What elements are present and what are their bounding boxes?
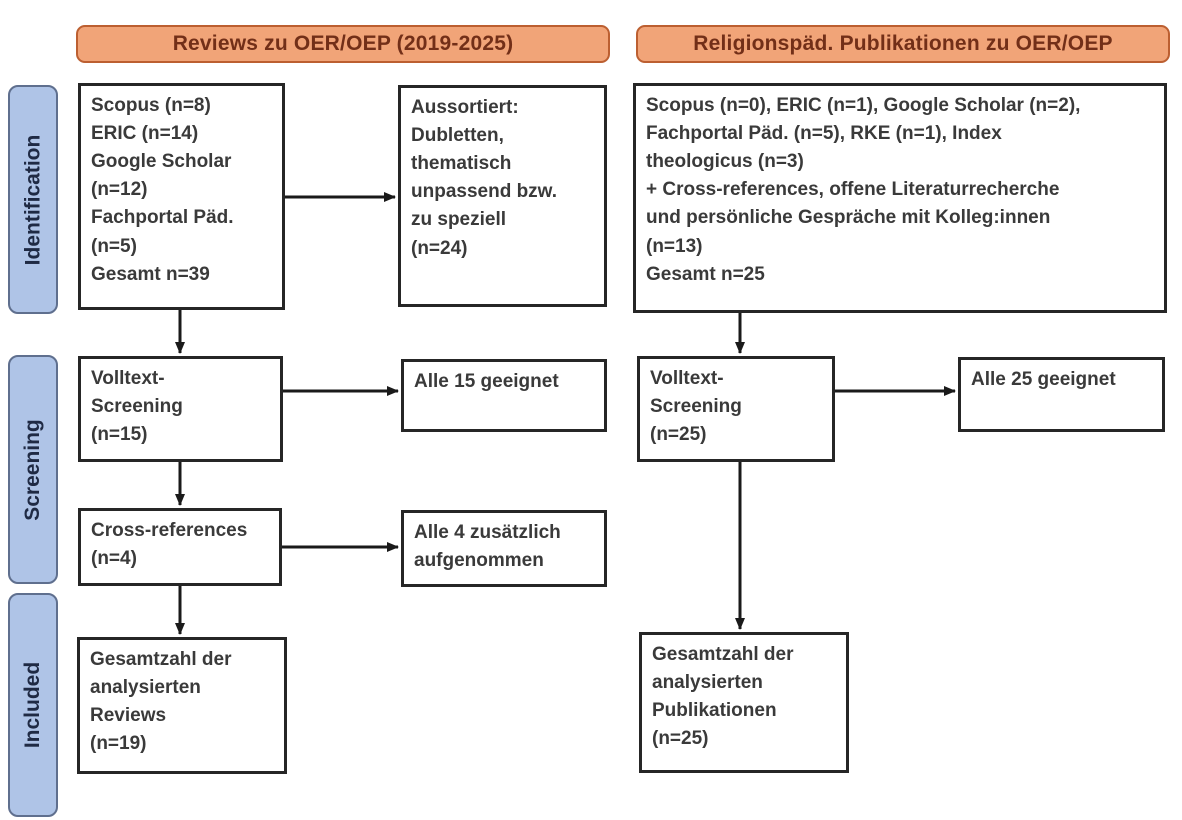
stage-identification-label: Identification: [21, 134, 45, 265]
stage-included-label: Included: [21, 661, 44, 749]
left-cross-references-box: Cross-references (n=4): [78, 508, 282, 586]
right-column-header: Religionspäd. Publikationen zu OER/OEP: [636, 25, 1170, 63]
left-included-total-box: Gesamtzahl der analysierten Reviews (n=1…: [77, 637, 287, 774]
right-screening-result-box: Alle 25 geeignet: [958, 357, 1165, 432]
stage-screening-label: Screening: [21, 418, 45, 521]
left-excluded-box: Aussortiert: Dubletten, thematisch unpas…: [398, 85, 607, 307]
right-fulltext-screening-box: Volltext- Screening (n=25): [637, 356, 835, 462]
left-fulltext-screening-box: Volltext- Screening (n=15): [78, 356, 283, 462]
stage-included: Included: [8, 593, 58, 817]
left-column-header: Reviews zu OER/OEP (2019-2025): [76, 25, 610, 63]
right-identification-sources-box: Scopus (n=0), ERIC (n=1), Google Scholar…: [633, 83, 1167, 313]
stage-identification: Identification: [8, 85, 58, 314]
left-identification-sources-box: Scopus (n=8) ERIC (n=14) Google Scholar …: [78, 83, 285, 310]
right-included-total-box: Gesamtzahl der analysierten Publikatione…: [639, 632, 849, 773]
left-screening-result-box: Alle 15 geeignet: [401, 359, 607, 432]
stage-screening: Screening: [8, 355, 58, 584]
left-cross-references-result-box: Alle 4 zusätzlich aufgenommen: [401, 510, 607, 587]
